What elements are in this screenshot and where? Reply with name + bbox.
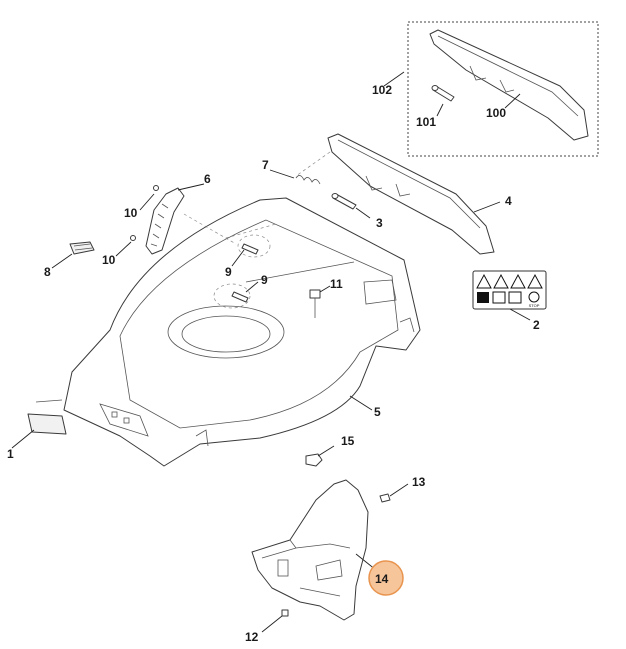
callout-3: 3 [376,216,383,230]
callout-100: 100 [486,106,506,120]
nut-15 [305,445,335,467]
callout-7: 7 [262,158,269,172]
warning-triangle-icon [493,273,509,289]
callout-12: 12 [245,630,259,644]
handle-bar-alt [429,29,589,141]
alternate-handle-inset [383,21,599,157]
callout-6: 6 [204,172,211,186]
screw-13 [379,493,391,503]
pin-9-lower [231,291,249,303]
bolt-11 [309,285,331,318]
height-adjuster-assembly [51,183,205,269]
callout-15: 15 [341,434,355,448]
callout-101: 101 [416,115,436,129]
handle-bar-assembly [269,133,501,255]
callout-5: 5 [374,405,381,419]
rear-guard [251,479,369,621]
deck-body [63,197,421,467]
callout-9a: 9 [225,265,232,279]
warning-label: STOP [472,270,547,321]
nut [305,453,323,467]
mower-deck [35,197,421,467]
callout-2: 2 [533,318,540,332]
callout-labels: 1 2 3 4 5 6 7 8 9 9 10 10 11 12 13 14 15… [7,83,540,644]
sticker-1 [11,413,67,449]
rating-sticker [27,413,67,435]
distance-icon [492,291,506,304]
rear-guard-assembly [251,479,409,633]
screw-top [153,185,159,191]
warning-triangle-icon [527,273,543,289]
callout-13: 13 [412,475,426,489]
deck-pins [213,234,271,309]
lever-grip [69,241,95,255]
manual-icon [477,292,489,303]
callout-10a: 10 [124,206,138,220]
screw-12 [281,609,289,617]
bolt-head [309,289,321,299]
height-adjuster-comb [145,187,185,255]
handle-bar [327,133,495,255]
callout-14: 14 [375,572,389,586]
callout-102: 102 [372,83,392,97]
highlight-circle [368,560,404,596]
motor-opening [167,305,285,359]
inset-frame [407,21,599,157]
guard-post [277,559,289,577]
stop-icon [528,291,540,303]
stop-text: STOP [529,303,540,308]
torsion-spring [295,175,321,185]
warning-triangle-icon [476,273,492,289]
callout-10b: 10 [102,253,116,267]
callout-11: 11 [330,277,343,291]
pin-9-upper [241,243,259,255]
callout-9b: 9 [261,273,268,287]
warning-triangle-icon [510,273,526,289]
callout-1: 1 [7,447,14,461]
callout-4: 4 [505,194,512,208]
callout-8: 8 [44,265,51,279]
switch-housing [99,403,149,437]
unplug-icon [508,291,522,304]
warning-label-frame [472,270,547,310]
screw-bottom [130,235,136,241]
